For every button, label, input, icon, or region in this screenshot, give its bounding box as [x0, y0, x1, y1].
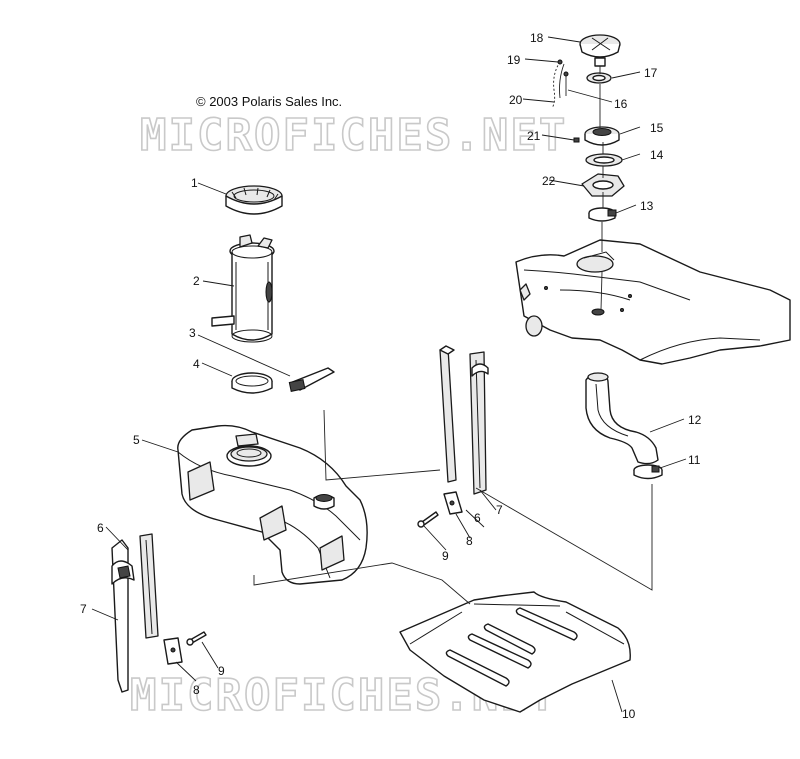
- part-clamp-ring: [231, 372, 273, 394]
- callout-11: 11: [688, 453, 701, 467]
- callout-7-right: 7: [496, 503, 503, 517]
- callout-15: 15: [650, 121, 664, 135]
- part-cap-seal: [586, 72, 612, 84]
- callout-10: 10: [622, 707, 636, 721]
- part-hose-clamp: [633, 464, 663, 480]
- part-gasket: [585, 153, 623, 167]
- callout-22: 22: [542, 174, 556, 188]
- callout-1: 1: [191, 176, 198, 190]
- callout-8-right: 8: [466, 534, 473, 548]
- callout-6-left: 6: [97, 521, 104, 535]
- callout-19: 19: [507, 53, 521, 67]
- part-lock-ring: [225, 185, 283, 215]
- part-skid-plate: [399, 591, 631, 713]
- callouts: 1 2 3 4 5 6 7 8 9 10 11 12 13 14 15 16 1…: [80, 31, 702, 721]
- watermark-top: MICROFICHES.NET: [140, 110, 567, 161]
- part-bolt-left: [186, 631, 207, 646]
- callout-9-right: 9: [442, 549, 449, 563]
- part-screw: [573, 137, 580, 143]
- copyright-text: © 2003 Polaris Sales Inc.: [196, 94, 342, 109]
- part-fuel-pump: [211, 234, 275, 343]
- callout-6-right: 6: [474, 511, 481, 525]
- callout-5: 5: [133, 433, 140, 447]
- part-fuel-tank: [177, 424, 368, 585]
- part-retainer: [563, 71, 569, 96]
- part-fuel-cap: [579, 34, 621, 67]
- callout-8-left: 8: [193, 683, 200, 697]
- part-tether: [551, 59, 565, 109]
- callout-14: 14: [650, 148, 664, 162]
- callout-12: 12: [688, 413, 702, 427]
- part-strap-left: [111, 533, 159, 693]
- callout-9-left: 9: [218, 664, 225, 678]
- callout-17: 17: [644, 66, 658, 80]
- part-bolt-right: [417, 511, 439, 528]
- callout-20: 20: [509, 93, 523, 107]
- callout-21: 21: [527, 129, 541, 143]
- part-strap-right: [439, 345, 489, 495]
- part-body-panel: [515, 239, 791, 365]
- part-filler-hose: [585, 372, 659, 465]
- callout-2: 2: [193, 274, 200, 288]
- leader-lines: [91, 36, 687, 713]
- callout-18: 18: [530, 31, 544, 45]
- part-plate-right: [443, 491, 463, 515]
- callout-7-left: 7: [80, 602, 87, 616]
- part-flange: [581, 173, 625, 197]
- part-filler-neck: [584, 126, 620, 146]
- callout-4: 4: [193, 357, 200, 371]
- part-bracket: [288, 367, 335, 392]
- callout-16: 16: [614, 97, 628, 111]
- assembly-guide-lines: [253, 66, 653, 605]
- part-clamp-13: [588, 207, 617, 222]
- callout-3: 3: [189, 326, 196, 340]
- callout-13: 13: [640, 199, 654, 213]
- part-plate-left: [163, 637, 183, 665]
